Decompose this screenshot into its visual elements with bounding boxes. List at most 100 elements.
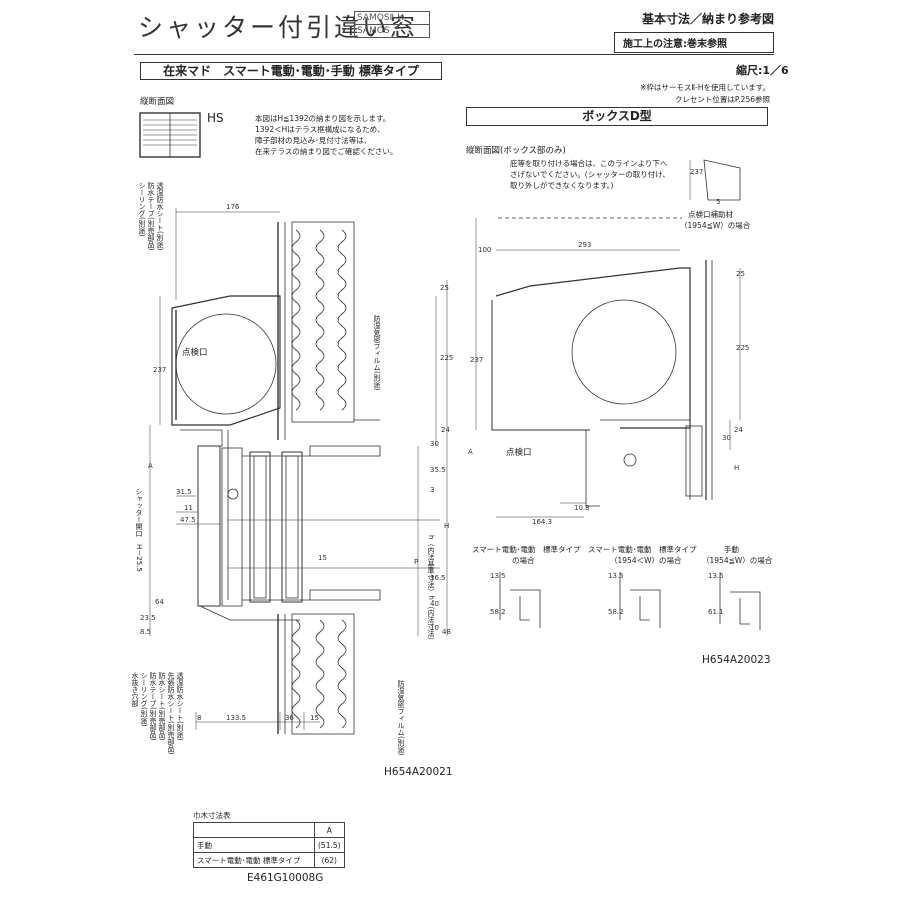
dim-237a: 237 [690,168,703,176]
variant-1-title: スマート電動･電動 標準タイプ の場合 [472,544,581,566]
table-row-value: (62) [314,852,345,868]
dim-237: 237 [153,366,166,374]
note-line: 取り外しができなくなります。) [510,181,614,190]
table-row-label: スマート電動･電動 標準タイプ [193,852,315,868]
dim-133-5: 133.5 [226,714,246,722]
brand-line-2: SAMOS [355,24,429,37]
shutter-box-right [491,159,741,507]
left-inspection-label: 点検口 [182,348,208,358]
variant-title-line: スマート電動･電動 標準タイプ [472,545,581,554]
variant-2-title: スマート電動･電動 標準タイプ （1954＜W）の場合 [588,544,697,566]
dim-176: 176 [226,203,240,211]
dim-8: 8 [197,714,201,722]
left-section-title: 縦断面図 [140,97,175,107]
dim-64: 64 [155,598,164,606]
variant-title-line: （1954≦W）の場合 [702,556,773,565]
variant-1-d2: 58.2 [490,608,506,616]
dim-31-5: 31.5 [176,488,192,496]
aux-label-2: （1954≦W）の場合 [680,221,751,230]
table-row: スマート電動･電動 標準タイプ (62) [193,852,345,868]
brand-line-1: SAMOSⅡ-H [357,13,405,23]
dim-35-5: 35.5 [430,466,446,474]
dim-24: 24 [441,426,450,434]
variant-3-d1: 13.5 [708,572,724,580]
desc-line: 本図はH≦1392の納まり図を示します。 [255,114,391,123]
dim-25: 25 [440,284,449,292]
dim-225r: 225 [736,344,749,352]
right-section-title: 縦断面図(ボックス部のみ) [466,146,566,156]
hs-window-icon [139,112,201,158]
desc-line: 1392＜Hはテラス框構成になるため、 [255,125,385,134]
wall-insulation [277,221,381,735]
brand-logo: SAMOSⅡ-H SAMOS [354,11,430,38]
dim-47-5: 47.5 [180,516,196,524]
variant-title-line: スマート電動･電動 標準タイプ [588,545,697,554]
variant-detail-1 [499,572,541,628]
right-inspection-label: 点検口 [506,448,532,458]
caution-note: 施工上の注意:巻末参照 [614,32,774,53]
variant-3-d2: 61.1 [708,608,724,616]
dim-11: 11 [184,504,193,512]
table-drawing-code: E461G10008G [247,872,324,884]
aux-label-1: 点検口補助材 [688,210,733,219]
shutter-box-left [171,295,281,600]
dim-10-8: 10.8 [574,504,590,512]
dim-30r: 30 [722,434,731,442]
callout-waterproof-sheet: 防水シート(別売部品) [158,672,166,741]
dim-30: 30 [430,440,439,448]
product-type-box: 在来マド スマート電動･電動･手動 標準タイプ [140,62,442,80]
variant-title-line: （1954＜W）の場合 [610,556,682,565]
dim-25r: 25 [736,270,745,278]
table-row: 手動 (51.5) [193,837,345,853]
callout-drain: 水抜き穴部 [131,672,139,707]
dim-293: 293 [578,241,591,249]
variant-detail-2 [619,572,661,628]
note-line: さげないでください。(シャッターの取り付け、 [510,170,670,179]
desc-line: 障子部材の見込み･見付寸法等は、 [255,136,372,145]
baseboard-dimension-table: A 手動 (51.5) スマート電動･電動 標準タイプ (62) [193,822,345,868]
dim-40: 40 [430,600,439,608]
variant-1-d1: 13.5 [490,572,506,580]
film-label-top: 防湿気密フィルム(別途) [373,315,381,391]
callout-tape-top: 防水テープ(別売部品) [147,182,155,251]
right-dimension-lines [475,160,741,518]
variant-detail-3 [719,572,761,630]
film-label-bottom: 防湿気密フィルム(別途) [397,680,405,756]
right-note: 庇等を取り付ける場合は、このラインより下へ さげないでください。(シャッターの取… [510,158,670,191]
dim-36-5: 36.5 [430,574,446,582]
callout-sealing-bottom: シーリング(別途) [140,672,148,727]
box-type-title: ボックスD型 [466,107,768,126]
dim-237r: 237 [470,356,483,364]
table-header-row: A [193,822,345,838]
crescent-note: クレセント位置はP.256参照 [674,95,770,104]
dim-ar: A [468,448,473,456]
left-dimension-lines [149,208,448,730]
callout-sheet-top: 透湿防水シート(別途) [156,182,164,251]
left-drawing-code: H654A20021 [384,766,453,778]
dim-15b: 15 [310,714,319,722]
desc-line: 在来テラスの納まり図でご確認ください。 [255,147,398,156]
dim-23-5: 23.5 [140,614,156,622]
variant-title-line: の場合 [512,556,535,565]
dim-h: H [444,522,449,530]
dim-5: 5 [716,198,720,206]
dim-a: A [148,462,153,470]
right-drawing-code: H654A20023 [702,654,771,666]
dim-225: 225 [440,354,453,362]
header-divider [134,54,774,55]
callout-breathable-sheet: 透湿防水シート(別途) [176,672,184,741]
dim-3: 3 [430,486,434,494]
variant-2-d1: 13.5 [608,572,624,580]
dim-15: 15 [318,554,327,562]
variant-3-title: 手動 （1954≦W）の場合 [702,544,772,566]
table-title: 巾木寸法表 [193,811,231,820]
variant-2-d2: 58.2 [608,608,624,616]
dim-36: 36 [285,714,294,722]
left-desc: 本図はH≦1392の納まり図を示します。 1392＜Hはテラス框構成になるため、… [255,113,397,157]
dim-hr: H [734,464,739,472]
scale-label: 縮尺:1／6 [736,64,789,77]
dim-48: 48 [442,628,451,636]
callout-pre-sheet: 先張防水シート(別売部品) [167,672,175,755]
window-frame-left [197,445,310,621]
